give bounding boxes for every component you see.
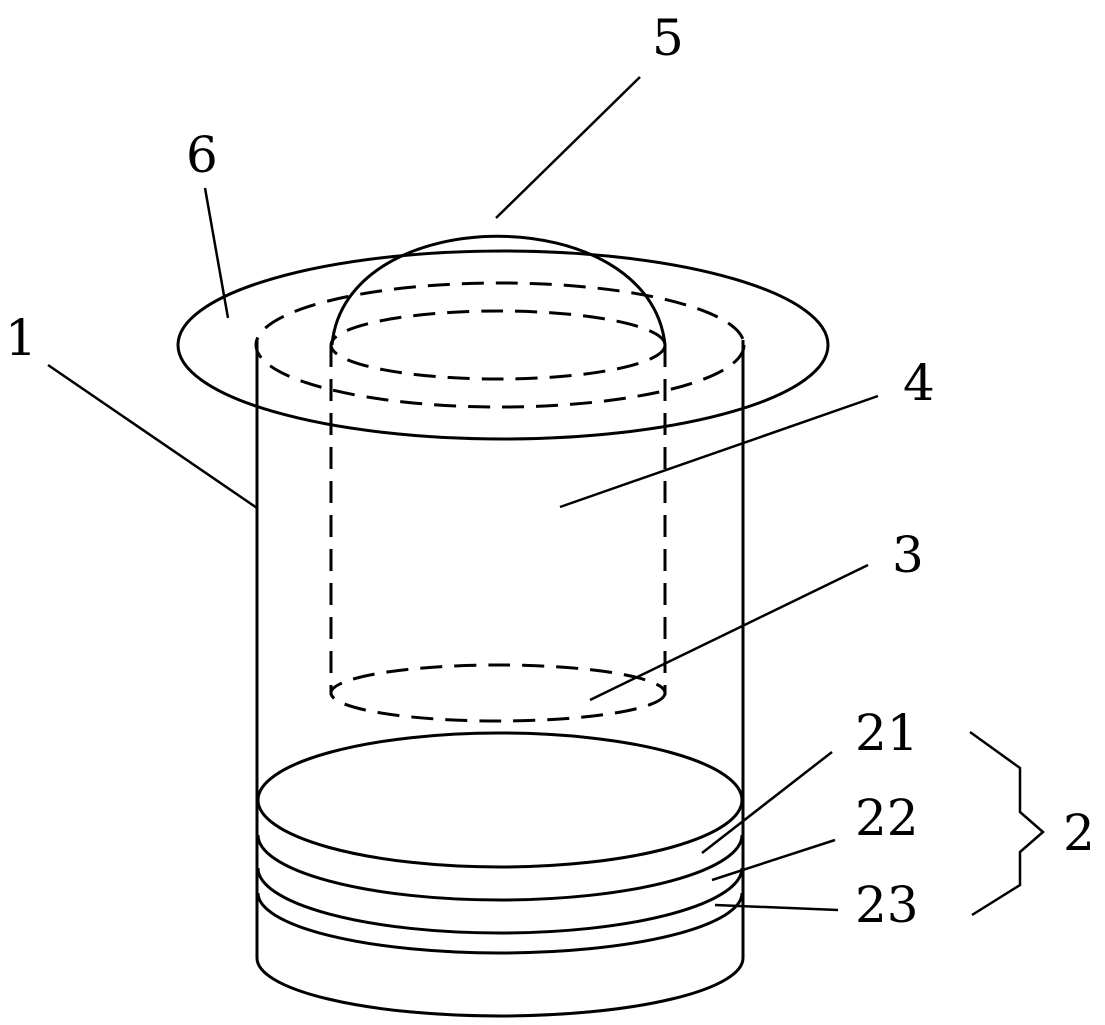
label-inner-bottom: 3 <box>892 526 924 584</box>
group-2-brace <box>969 730 1045 917</box>
inner-cylinder-top-rim <box>329 309 667 381</box>
inner-bottom-ellipse <box>329 663 667 723</box>
outer-cylinder-top-rim <box>254 281 746 409</box>
label-layer-top: 21 <box>855 704 919 762</box>
leader-line-1 <box>47 363 258 510</box>
leader-line-4 <box>559 394 879 509</box>
leader-line-22 <box>711 838 836 882</box>
label-outer-cylinder: 1 <box>5 309 37 367</box>
leader-line-21 <box>701 751 833 854</box>
label-flange-ring: 6 <box>186 126 218 184</box>
label-layer-middle: 22 <box>855 789 919 847</box>
flange-ring <box>176 249 830 441</box>
label-layer-bottom: 23 <box>855 876 919 934</box>
label-inner-cylinder: 4 <box>903 354 935 412</box>
layer-arc-2 <box>256 867 744 935</box>
layer-arc-3 <box>256 892 744 955</box>
label-dome-cap: 5 <box>652 9 684 67</box>
leader-line-5 <box>495 76 641 219</box>
label-layer-stack: 2 <box>1063 804 1095 862</box>
leader-line-3 <box>589 563 869 702</box>
layer-arc-1 <box>256 834 744 902</box>
layer-top-ellipse <box>256 731 744 869</box>
leader-line-23 <box>714 903 839 912</box>
leader-line-6 <box>203 187 230 319</box>
outer-cylinder-bottom-arc <box>255 957 745 1018</box>
dome-cap <box>330 234 667 346</box>
